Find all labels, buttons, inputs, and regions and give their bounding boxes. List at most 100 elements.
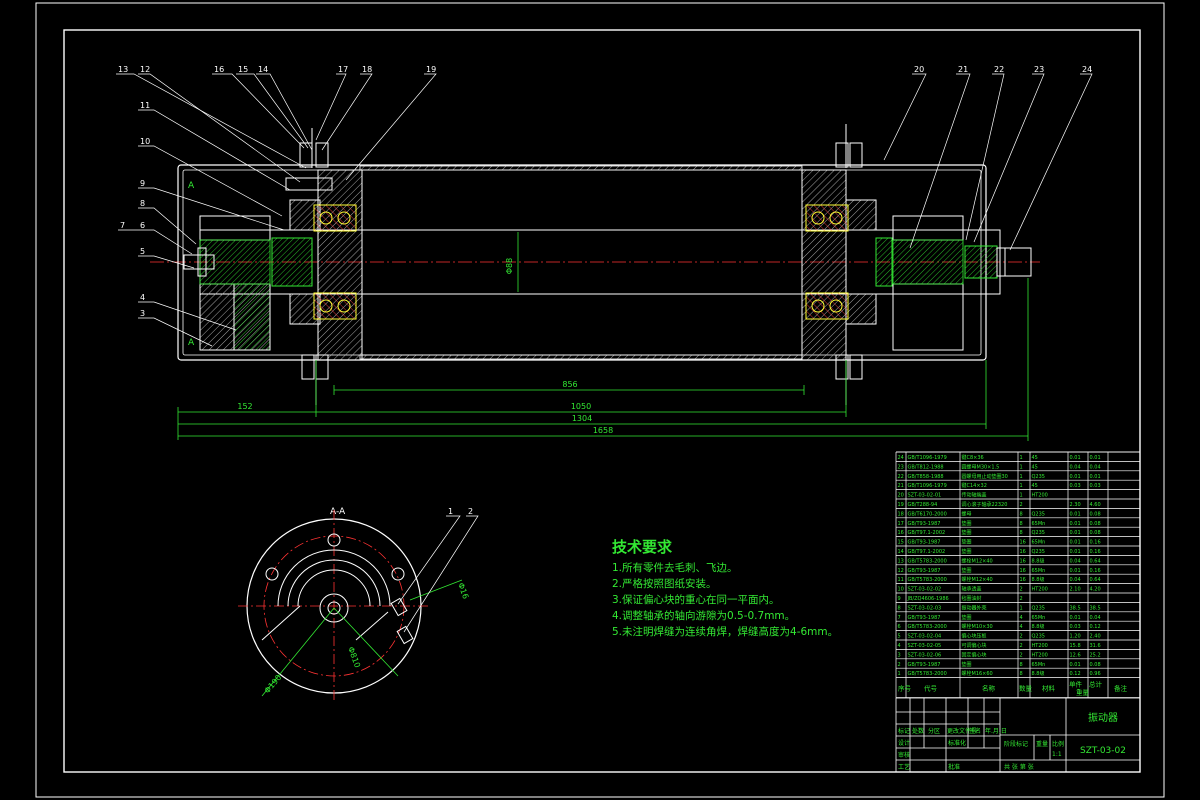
svg-text:A: A	[188, 338, 195, 348]
bom-cell: 0.96	[1090, 671, 1101, 677]
bom-cell: 0.01	[1070, 662, 1081, 668]
bom-cell: 20	[898, 493, 904, 499]
bom-cell: 65Mn	[1032, 662, 1046, 668]
left-eccentric-blocks	[199, 215, 271, 351]
right-eccentric-blocks	[892, 215, 964, 351]
bom-cell: GB/T97.1-2002	[908, 530, 946, 536]
section-balloon-2: 2	[468, 507, 473, 516]
tb-date: 年.月.日	[985, 727, 1007, 735]
bom-cell: 65Mn	[1032, 615, 1046, 621]
bom-cell: GB/T93-1987	[908, 615, 941, 621]
bom-cell: 2	[1020, 596, 1023, 602]
bom-cell: 1	[1020, 483, 1023, 489]
bom-cell: 0.01	[1070, 549, 1081, 555]
bom-cell: 5	[898, 634, 901, 640]
bom-header-code: 代号	[924, 684, 938, 693]
section-balloon-1: 1	[448, 507, 453, 516]
bom-header-material: 材料	[1042, 684, 1056, 693]
bom-cell: 16	[1020, 549, 1026, 555]
bom-cell: 7	[898, 615, 901, 621]
bom-cell: SZT-03-02-03	[908, 605, 942, 611]
bom-cell: 16	[898, 530, 904, 536]
bom-cell: 2	[1020, 634, 1023, 640]
bom-cell: 键C8×36	[962, 454, 984, 461]
balloon-18: 18	[362, 65, 372, 74]
bom-cell: 0.08	[1090, 662, 1101, 668]
bom-cell: 8.8级	[1032, 557, 1045, 564]
bom-cell: 8	[1020, 671, 1023, 677]
bom-cell: 17	[898, 521, 904, 527]
bom-cell: Q235	[1032, 549, 1045, 555]
eccentric-arc	[277, 549, 391, 607]
bom-cell: 0.01	[1070, 455, 1081, 461]
bom-cell: 4	[1020, 615, 1023, 621]
dim-total-len: 1658	[593, 426, 613, 435]
dim-flange-dia: Φ190	[263, 673, 284, 695]
bom-cell: 振动器外壳	[962, 604, 987, 611]
balloon-6: 6	[140, 221, 145, 230]
balloon-10: 10	[140, 137, 150, 146]
balloons-top: 13 12 16 15 14 17 18 19 20 21 22 23 24	[118, 65, 1092, 74]
bom-cell: 0.04	[1090, 615, 1101, 621]
left-bearing	[313, 204, 357, 320]
bom-cell: 毡圈油封	[962, 595, 982, 602]
bom-cell: 65Mn	[1032, 540, 1046, 546]
bom-header-qty: 数量	[1019, 684, 1033, 693]
bom-cell: 传动轴端盖	[962, 492, 987, 499]
bom-cell: 14	[898, 549, 904, 555]
bom-cell: 0.01	[1070, 568, 1081, 574]
bom-cell: 0.04	[1070, 577, 1081, 583]
bom-cell: 13	[898, 558, 904, 564]
bom-cell: Q235	[1032, 511, 1045, 517]
dim-shaft-dia: Φ88	[505, 258, 514, 274]
bom-cell: 0.16	[1090, 568, 1101, 574]
bom-header-name: 名称	[982, 684, 996, 693]
bom-cell: 0.08	[1090, 511, 1101, 517]
bom-cell: 0.04	[1070, 464, 1081, 470]
bom-cell: 45	[1032, 483, 1038, 489]
balloon-12: 12	[140, 65, 150, 74]
bom-cell: Q235	[1032, 605, 1045, 611]
balloon-9: 9	[140, 179, 145, 188]
bom-cell: GB/T93-1987	[908, 568, 941, 574]
bom-cell: 38.5	[1070, 605, 1081, 611]
bom-cell: 螺栓M16×60	[962, 670, 993, 677]
bom-cell: 11	[898, 577, 904, 583]
tech-req-2: 2.严格按照图纸安装。	[612, 578, 717, 590]
bom-cell: 0.08	[1090, 530, 1101, 536]
bom-cell: Q235	[1032, 474, 1045, 480]
bom-cell: HT200	[1032, 652, 1048, 658]
tech-req-4: 4.调整轴承的轴向游隙为0.5-0.7mm。	[612, 610, 796, 622]
bom-cell: 键C14×32	[962, 482, 987, 489]
bom-cell: SZT-03-02-02	[908, 587, 942, 593]
dimension-lines	[177, 278, 1029, 441]
bom-cell: HT200	[1032, 493, 1048, 499]
bom-cell: 22	[898, 474, 904, 480]
bom-cell: 1	[898, 671, 901, 677]
bom-cell: GB/T288-94	[908, 502, 938, 508]
bom-cell: 4	[898, 643, 901, 649]
bom-cell: 0.04	[1070, 558, 1081, 564]
bom-cell: 0.01	[1070, 530, 1081, 536]
tb-drawing-no: SZT-03-02	[1080, 746, 1126, 756]
bom-cell: 0.04	[1090, 464, 1101, 470]
bom-cell: 垫圈	[962, 520, 972, 527]
bom-cell: 0.64	[1090, 577, 1101, 583]
bom-cell: 2	[1020, 652, 1023, 658]
inner-frame	[63, 29, 1141, 773]
bom-cell: 8.8级	[1032, 670, 1045, 677]
bom-cell: 15.8	[1070, 643, 1081, 649]
tech-req-1: 1.所有零件去毛刺、飞边。	[612, 562, 738, 574]
bom-cell: 8	[1020, 530, 1023, 536]
bom-cell: 0.64	[1090, 558, 1101, 564]
bom-header-total: 总计	[1089, 680, 1103, 689]
bom-cell: 21	[898, 483, 904, 489]
tb-designer: 设计	[898, 739, 910, 747]
tb-std: 标准化	[948, 739, 966, 747]
section-a-a-view: A-A 1 2 Φ190 Φ810 Φ16	[238, 507, 479, 700]
balloon-23: 23	[1034, 65, 1044, 74]
left-end-bolt	[183, 247, 215, 277]
bom-cell: 螺栓M10×30	[962, 623, 993, 630]
bom-cell: 8.8级	[1032, 623, 1045, 630]
